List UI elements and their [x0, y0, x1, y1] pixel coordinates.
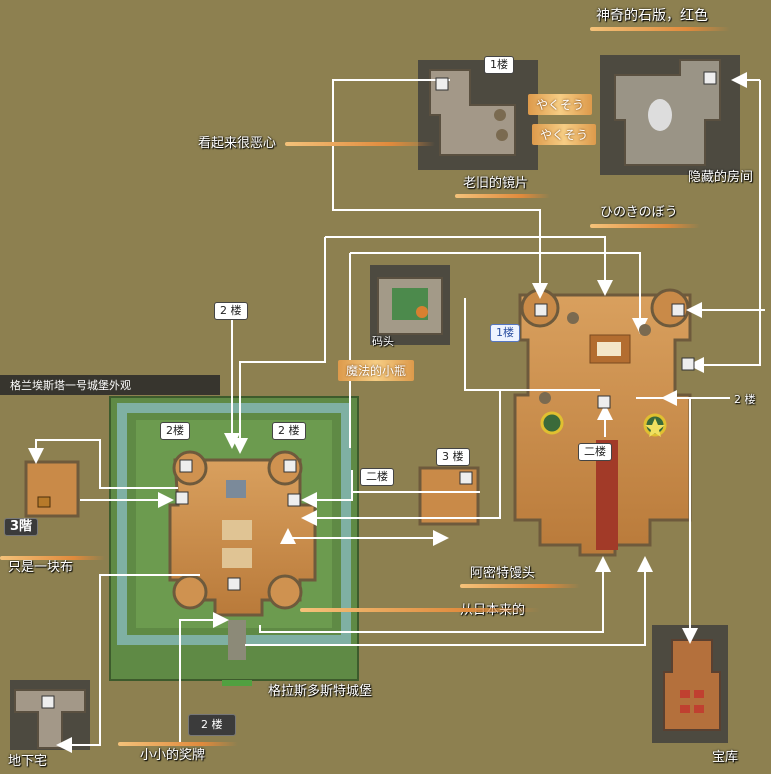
label-basement-house: 地下宅 — [8, 754, 48, 769]
stairs-icon — [175, 491, 189, 505]
label-yakusou-1: やくそう — [528, 94, 593, 115]
label-underline — [455, 194, 550, 198]
label-underline — [300, 608, 540, 612]
stairs-icon — [534, 303, 548, 317]
stairs-icon — [681, 357, 695, 371]
floor-tag-2f-right: 2 楼 — [734, 393, 756, 406]
label-small-medal: 小小的奖牌 — [140, 748, 206, 763]
stairs-icon — [671, 303, 685, 317]
floor-tag-2f-castle-mid: 2 楼 — [272, 422, 306, 440]
grand-estark-castle-building — [168, 450, 317, 686]
label-old-mirror: 老旧的镜片 — [463, 176, 529, 191]
stairs-icon — [287, 493, 301, 507]
label-amitt-manju: 阿密特馒头 — [470, 566, 536, 581]
stairs-icon — [283, 459, 297, 473]
room-cloth — [24, 460, 80, 518]
room-dock — [370, 265, 450, 345]
label-underline — [285, 142, 435, 146]
label-hidden-room: 隐藏的房间 — [688, 170, 754, 185]
label-underline — [590, 27, 730, 31]
floor-tag-top-stairs: 1楼 — [484, 56, 514, 74]
room-old-mirror — [418, 60, 538, 170]
pot-icon — [539, 392, 551, 404]
pot-icon — [496, 129, 508, 141]
label-yakusou-2: やくそう — [532, 124, 597, 145]
floor-tag-2f-bottom: 2 楼 — [188, 714, 236, 736]
floor-tag-up-mid: 二楼 — [360, 468, 394, 486]
room-treasury — [652, 625, 728, 743]
room-hidden — [600, 55, 740, 175]
label-floor-3: 3階 — [4, 518, 39, 536]
label-underline — [0, 556, 105, 560]
label-grand-estark-castle: 格拉斯多斯特城堡 — [268, 684, 373, 699]
floor-tag-2f-tower-top: 2 楼 — [214, 302, 248, 320]
pot-icon — [494, 109, 506, 121]
label-magic-bottle: 魔法的小瓶 — [338, 360, 415, 381]
floor-tag-1f: 1楼 — [490, 324, 520, 342]
room-basement — [10, 680, 90, 750]
pot-icon — [567, 312, 579, 324]
label-stone-tablet: 神奇的石版，红色 — [596, 8, 708, 24]
stairs-icon — [179, 459, 193, 473]
stairs-icon — [227, 577, 241, 591]
label-treasury: 宝库 — [712, 750, 739, 765]
stairs-icon — [435, 77, 449, 91]
pot-icon — [416, 306, 428, 318]
tower-main-building — [513, 288, 692, 557]
label-underline — [118, 742, 238, 746]
label-dock: 码头 — [372, 335, 394, 348]
label-underline — [460, 584, 580, 588]
stairs-icon — [703, 71, 717, 85]
label-hinoki-stick: ひのきのぼう — [600, 205, 678, 220]
chest-icon — [37, 496, 51, 508]
floor-tag-up-right: 二楼 — [578, 443, 612, 461]
label-underline — [590, 224, 700, 228]
pot-icon — [639, 324, 651, 336]
stairs-icon — [41, 695, 55, 709]
stairs-icon — [597, 395, 611, 409]
connection-lines — [28, 72, 765, 753]
floor-tag-3f-tower: 3 楼 — [436, 448, 470, 466]
map-icons — [37, 71, 717, 709]
label-just-a-cloth: 只是一块布 — [8, 560, 74, 575]
star-switch-icon — [645, 418, 665, 437]
floor-tag-2f-castle-left: 2楼 — [160, 422, 190, 440]
stairs-icon — [459, 471, 473, 485]
label-looks-gross: 看起来很恶心 — [198, 136, 277, 151]
label-castle-exterior: 格兰埃斯塔一号城堡外观 — [0, 375, 220, 395]
